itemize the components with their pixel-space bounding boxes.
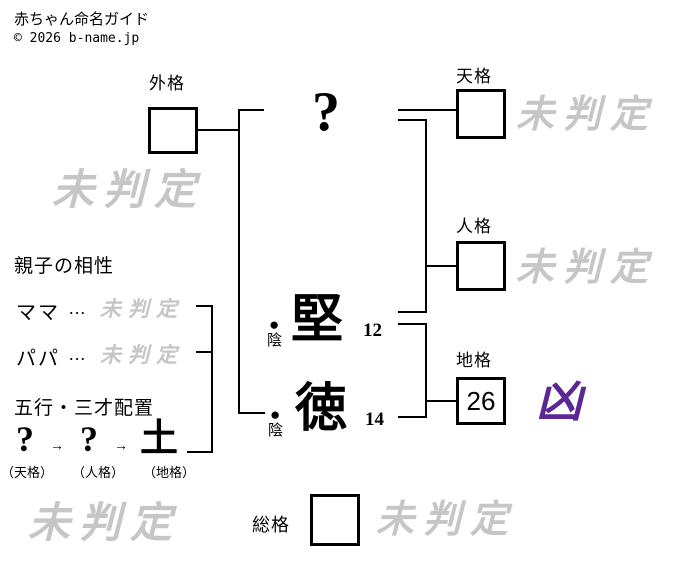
page-title: 赤ちゃん命名ガイド — [14, 10, 150, 28]
mama-dots: … — [68, 298, 86, 318]
yin-yang-label: 陰 — [267, 332, 283, 349]
given-char-2-strokes: 14 — [365, 409, 384, 430]
papa-label: パパ — [16, 348, 60, 370]
gaikaku-label: 外格 — [149, 74, 185, 93]
tenkaku-value — [459, 92, 503, 136]
papa-bracket-stub — [196, 351, 212, 353]
mama-result: 未判定 — [100, 297, 184, 321]
papa-result: 未判定 — [100, 343, 184, 367]
gaikaku-box — [148, 107, 198, 154]
chikaku-box-connector — [427, 400, 456, 402]
watermark-bottom-left: 未判定 — [28, 501, 182, 547]
watermark-soukaku: 未判定 — [376, 499, 518, 541]
tenkaku-connector — [398, 109, 456, 111]
compatibility-heading: 親子の相性 — [14, 256, 115, 277]
sansai-bracket-stub — [187, 451, 211, 453]
gaikaku-bracket-bottom-stub — [238, 412, 265, 414]
copyright-text: © 2026 b-name.jp — [14, 31, 140, 46]
surname-char-placeholder: ? — [312, 81, 340, 143]
jinkaku-bracket-bottom-stub — [398, 311, 427, 313]
papa-dots: … — [68, 344, 86, 364]
given-char-1: 堅 — [291, 292, 344, 349]
sansai-jinkaku-symbol: ? — [80, 419, 98, 459]
chikaku-bracket-top-stub — [398, 323, 427, 325]
watermark-under-gaikaku: 未判定 — [52, 168, 206, 214]
gaikaku-bracket-top-stub — [238, 109, 264, 111]
arrow-right-icon: → — [50, 437, 64, 453]
watermark-jinkaku: 未判定 — [516, 247, 658, 289]
given-char-1-strokes: 12 — [363, 320, 382, 341]
mama-bracket-stub — [196, 305, 212, 307]
sansai-jinkaku-caption: （人格） — [72, 465, 125, 480]
chikaku-bracket-bottom-stub — [398, 416, 427, 418]
tenkaku-box — [456, 89, 506, 139]
mama-label: ママ — [16, 302, 60, 324]
sansai-tenkaku-symbol: ? — [16, 419, 34, 459]
tenkaku-label: 天格 — [456, 67, 492, 86]
sansai-tenkaku-caption: （天格） — [1, 465, 54, 480]
jinkaku-bracket-top-stub — [398, 119, 427, 121]
yin-marker-icon: ● — [270, 405, 281, 424]
chikaku-result-kyo: 凶 — [536, 376, 582, 427]
sansai-heading: 五行・三才配置 — [14, 398, 155, 419]
jinkaku-box-connector — [427, 265, 456, 267]
sansai-chikaku-symbol: 土 — [140, 418, 179, 460]
gaikaku-box-connector — [197, 129, 240, 131]
jinkaku-box — [456, 241, 506, 291]
chikaku-box: 26 — [456, 377, 506, 425]
gaikaku-value — [151, 110, 195, 151]
jinkaku-bracket-vline — [425, 119, 427, 313]
yin-marker-icon: ● — [269, 315, 280, 334]
jinkaku-label: 人格 — [456, 217, 492, 236]
chikaku-label: 地格 — [456, 351, 492, 370]
soukaku-value — [313, 497, 357, 543]
chikaku-value: 26 — [466, 385, 496, 416]
compatibility-bracket-vline — [211, 305, 213, 453]
chikaku-bracket-vline — [425, 323, 427, 418]
arrow-right-icon: → — [114, 437, 128, 453]
yin-yang-label: 陰 — [268, 422, 284, 439]
sansai-chikaku-caption: （地格） — [143, 465, 196, 480]
given-char-2: 徳 — [295, 381, 348, 438]
soukaku-label: 総格 — [252, 515, 290, 535]
gaikaku-bracket-vline — [238, 109, 240, 414]
soukaku-box — [310, 494, 360, 546]
watermark-tenkaku: 未判定 — [516, 94, 658, 136]
jinkaku-value — [459, 244, 503, 288]
